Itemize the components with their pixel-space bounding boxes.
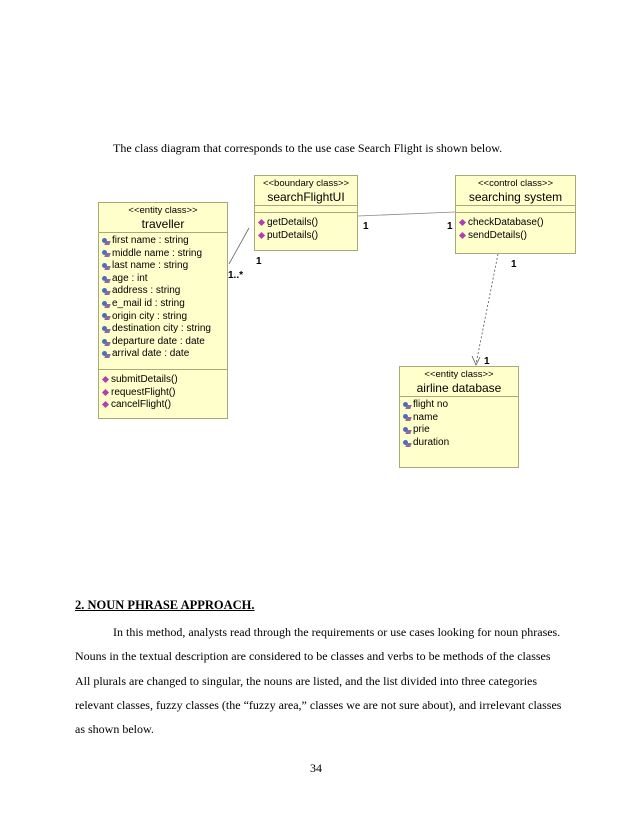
attribute-icon bbox=[403, 439, 412, 448]
attribute-row: prie bbox=[403, 424, 518, 437]
operation-icon bbox=[102, 389, 110, 397]
multiplicity-traveller-many: 1..* bbox=[228, 270, 244, 281]
section-heading: 2. NOUN PHRASE APPROACH. bbox=[75, 598, 255, 612]
attributes-section: first name : string middle name : string… bbox=[99, 233, 227, 370]
attribute-row: departure date : date bbox=[102, 336, 227, 349]
operation-row: requestFlight() bbox=[102, 387, 227, 400]
attribute-icon bbox=[102, 300, 111, 309]
attributes-section bbox=[255, 206, 357, 213]
operation-icon bbox=[258, 232, 266, 240]
attribute-row: name bbox=[403, 412, 518, 425]
ui-system-association bbox=[357, 211, 456, 217]
attributes-section: flight no name prie duration bbox=[400, 397, 518, 452]
attribute-row: first name : string bbox=[102, 235, 227, 248]
operation-icon bbox=[102, 376, 110, 384]
stereotype-label: <<entity class>> bbox=[424, 369, 494, 380]
attribute-icon bbox=[102, 325, 111, 334]
operation-icon bbox=[459, 232, 467, 240]
class-header: <<entity class>> traveller bbox=[99, 203, 227, 233]
multiplicity-ui-system-right: 1 bbox=[447, 221, 453, 232]
stereotype-label: <<entity class>> bbox=[128, 205, 198, 216]
multiplicity-ui-one: 1 bbox=[256, 256, 262, 267]
attribute-icon bbox=[102, 350, 111, 359]
operation-row: putDetails() bbox=[258, 230, 357, 243]
intro-text: The class diagram that corresponds to th… bbox=[113, 141, 503, 155]
dependency-arrowhead bbox=[471, 355, 481, 366]
attribute-row: duration bbox=[403, 437, 518, 450]
attribute-row: origin city : string bbox=[102, 311, 227, 324]
class-header: <<control class>> searching system bbox=[456, 176, 575, 206]
operation-row: submitDetails() bbox=[102, 374, 227, 387]
attribute-icon bbox=[403, 401, 412, 410]
operations-section: getDetails() putDetails() bbox=[255, 213, 357, 245]
class-header: <<boundary class>> searchFlightUI bbox=[255, 176, 357, 206]
class-name: airline database bbox=[416, 381, 502, 395]
paragraph-text: In this method, analysts read through th… bbox=[75, 625, 562, 737]
attribute-icon bbox=[102, 287, 111, 296]
operation-icon bbox=[102, 401, 110, 409]
operations-section: checkDatabase() sendDetails() bbox=[456, 213, 575, 245]
operation-row: getDetails() bbox=[258, 217, 357, 230]
class-search-flight-ui[interactable]: <<boundary class>> searchFlightUI getDet… bbox=[254, 175, 358, 251]
attribute-row: middle name : string bbox=[102, 248, 227, 261]
class-name: searching system bbox=[468, 190, 563, 204]
attribute-row: address : string bbox=[102, 285, 227, 298]
attribute-icon bbox=[102, 338, 111, 347]
system-db-dependency bbox=[475, 253, 499, 365]
body-paragraph: In this method, analysts read through th… bbox=[75, 620, 565, 741]
class-traveller[interactable]: <<entity class>> traveller first name : … bbox=[98, 202, 228, 419]
attribute-icon bbox=[102, 262, 111, 271]
operation-icon bbox=[258, 219, 266, 227]
operation-row: cancelFlight() bbox=[102, 399, 227, 412]
class-searching-system[interactable]: <<control class>> searching system check… bbox=[455, 175, 576, 254]
operation-icon bbox=[459, 219, 467, 227]
page-number: 34 bbox=[310, 761, 322, 775]
operation-row: checkDatabase() bbox=[459, 217, 575, 230]
attribute-row: arrival date : date bbox=[102, 348, 227, 361]
attribute-icon bbox=[102, 312, 111, 321]
attribute-row: destination city : string bbox=[102, 323, 227, 336]
attribute-row: last name : string bbox=[102, 260, 227, 273]
attribute-row: e_mail id : string bbox=[102, 298, 227, 311]
multiplicity-system-db-bottom: 1 bbox=[484, 356, 490, 367]
multiplicity-ui-system-left: 1 bbox=[363, 221, 369, 232]
attribute-icon bbox=[102, 275, 111, 284]
stereotype-label: <<control class>> bbox=[478, 178, 553, 189]
class-airline-database[interactable]: <<entity class>> airline database flight… bbox=[399, 366, 519, 468]
stereotype-label: <<boundary class>> bbox=[262, 178, 350, 189]
class-name: traveller bbox=[141, 217, 185, 231]
attribute-icon bbox=[102, 249, 111, 258]
attribute-row: flight no bbox=[403, 399, 518, 412]
operations-section: submitDetails() requestFlight() cancelFl… bbox=[99, 370, 227, 415]
class-name: searchFlightUI bbox=[267, 190, 345, 204]
multiplicity-system-db-top: 1 bbox=[511, 259, 517, 270]
operation-row: sendDetails() bbox=[459, 230, 575, 243]
attribute-icon bbox=[403, 426, 412, 435]
class-header: <<entity class>> airline database bbox=[400, 367, 518, 397]
attributes-section bbox=[456, 206, 575, 213]
attribute-icon bbox=[403, 413, 412, 422]
traveller-ui-association bbox=[228, 227, 250, 265]
attribute-icon bbox=[102, 237, 111, 246]
attribute-row: age : int bbox=[102, 273, 227, 286]
